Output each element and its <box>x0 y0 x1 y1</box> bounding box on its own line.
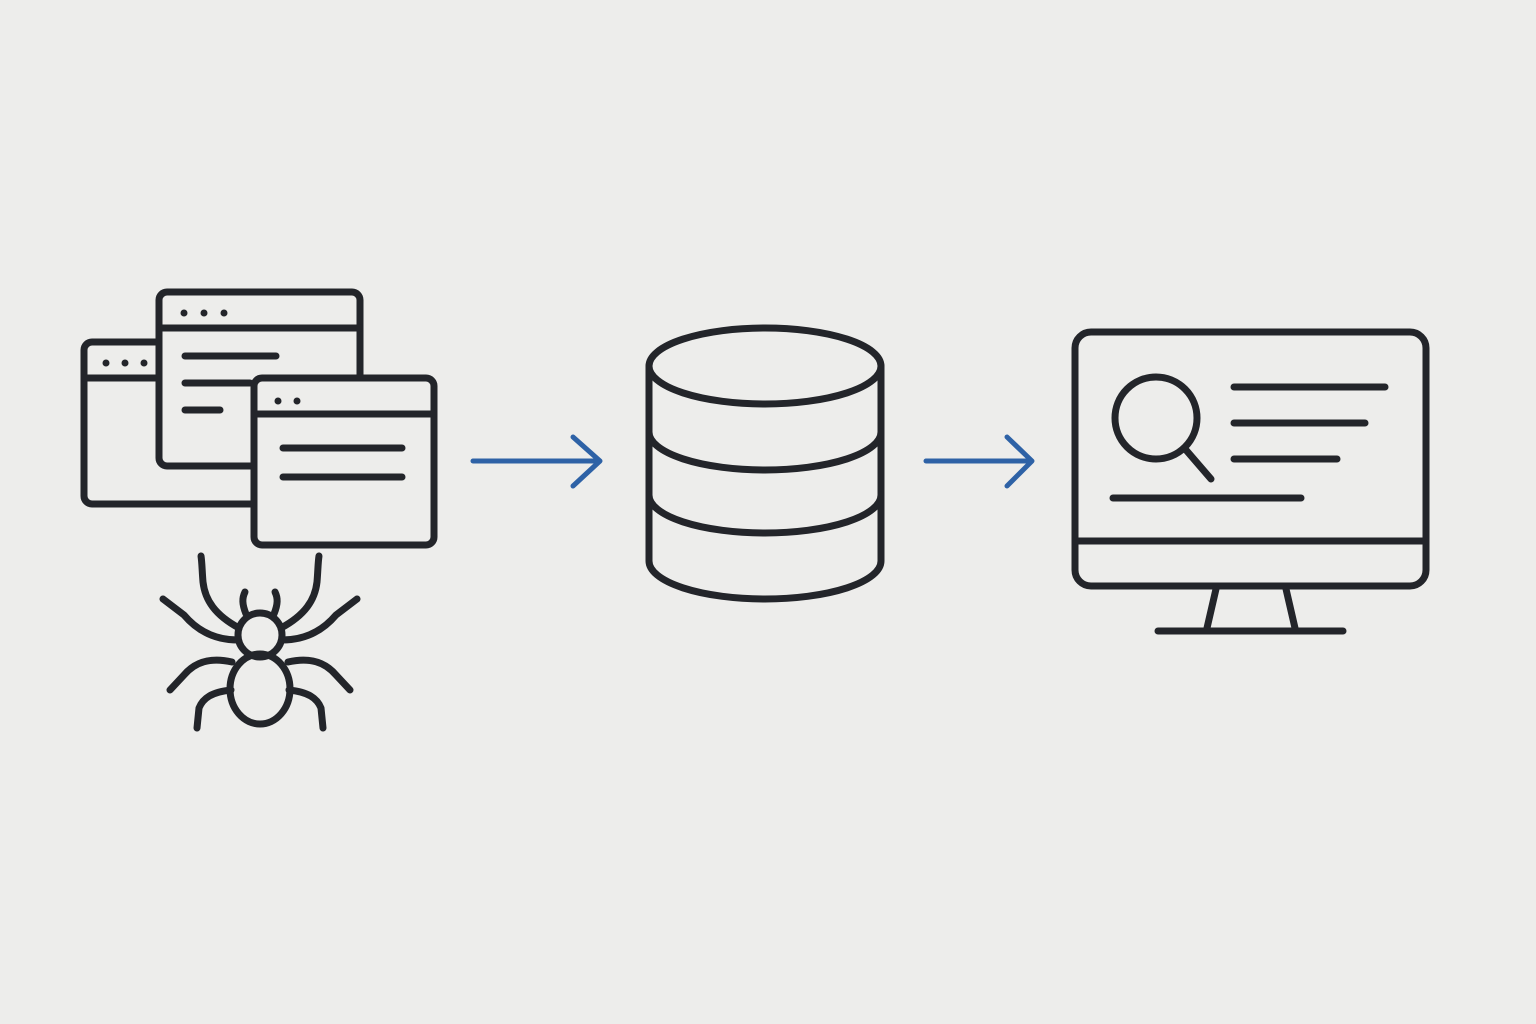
browser-window-icon <box>250 374 438 549</box>
result-lines-icon <box>1109 383 1389 502</box>
arrow-right-icon <box>923 434 1035 489</box>
spider-icon <box>159 552 361 732</box>
arrow-right-icon <box>470 434 603 489</box>
search-monitor-icon <box>1071 328 1430 635</box>
magnifier-icon <box>1111 373 1215 483</box>
web-crawler-icon <box>80 288 438 732</box>
database-icon <box>645 324 885 603</box>
monitor-icon <box>1071 328 1430 635</box>
